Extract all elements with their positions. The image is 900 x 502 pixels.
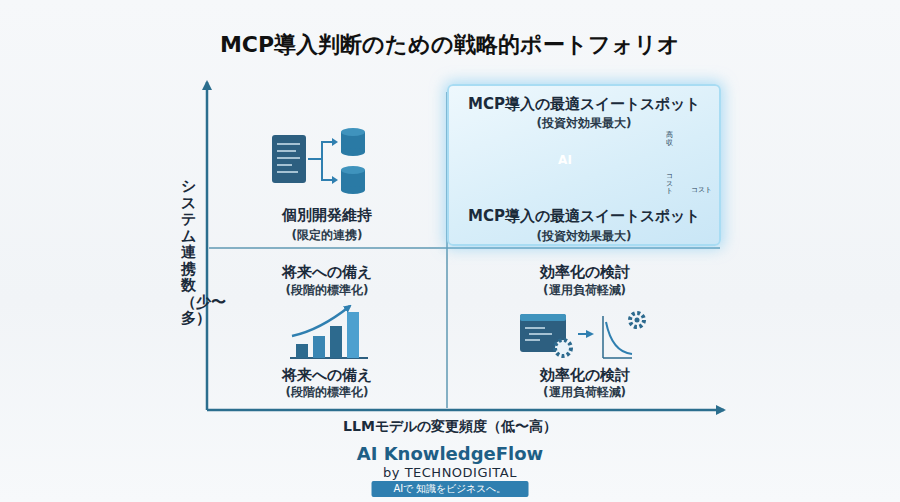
quadrant-subtitle: (投資対効果最大) — [449, 115, 719, 132]
brand-tagline: AIで 知識をビジネスへ。 — [372, 481, 529, 497]
sweet-spot-box: MCP導入の最適スイートスポット(投資対効果最大)MCP導入の最適スイートスポッ… — [447, 84, 721, 246]
quadrant-subtitle: (段階的標準化) — [209, 384, 445, 401]
quadrant-subtitle: (運用負荷軽減) — [449, 282, 720, 299]
icon-text: 高収 — [666, 132, 673, 147]
axis-label: システム連携数（少〜多） — [181, 178, 196, 327]
brand-byline: by TECHNODIGITAL — [383, 465, 517, 480]
quadrant: 個別開発維持 (限定的連携) — [209, 85, 445, 246]
icon-text: コスト — [691, 185, 712, 195]
quadrant-heading: 効率化の検討 — [449, 366, 720, 385]
icon-text: コスト — [666, 173, 673, 196]
quadrant: 効率化の検討(運用負荷軽減)効率化の検討(運用負荷軽減) — [449, 250, 720, 408]
quadrant-heading: MCP導入の最適スイートスポット — [449, 95, 719, 114]
axes — [207, 82, 724, 410]
quadrant-subtitle: (限定的連携) — [209, 227, 445, 244]
icon-text: AI — [558, 153, 572, 167]
quadrant-subtitle: (運用負荷軽減) — [449, 384, 720, 401]
diagram-title: MCP導入判断のための戦略的ポートフォリオ — [0, 30, 900, 60]
brand-name: AI KnowledgeFlow — [357, 443, 543, 464]
quadrant: 将来への備え(段階的標準化)将来への備え(段階的標準化) — [209, 250, 445, 408]
integration-icon — [272, 128, 365, 194]
efficiency-icon — [520, 313, 644, 358]
quadrant-heading: 効率化の検討 — [449, 263, 720, 282]
quadrant-heading: 個別開発維持 — [209, 206, 445, 225]
quadrant-subtitle: (投資対効果最大) — [449, 228, 719, 245]
quadrant-subtitle: (段階的標準化) — [209, 282, 445, 299]
axis-label: LLMモデルの変更頻度（低〜高） — [343, 418, 557, 436]
quadrant-heading: 将来への備え — [209, 366, 445, 385]
quadrant-heading: MCP導入の最適スイートスポット — [449, 207, 719, 226]
bar-chart-icon — [290, 306, 368, 358]
quadrant-heading: 将来への備え — [209, 263, 445, 282]
